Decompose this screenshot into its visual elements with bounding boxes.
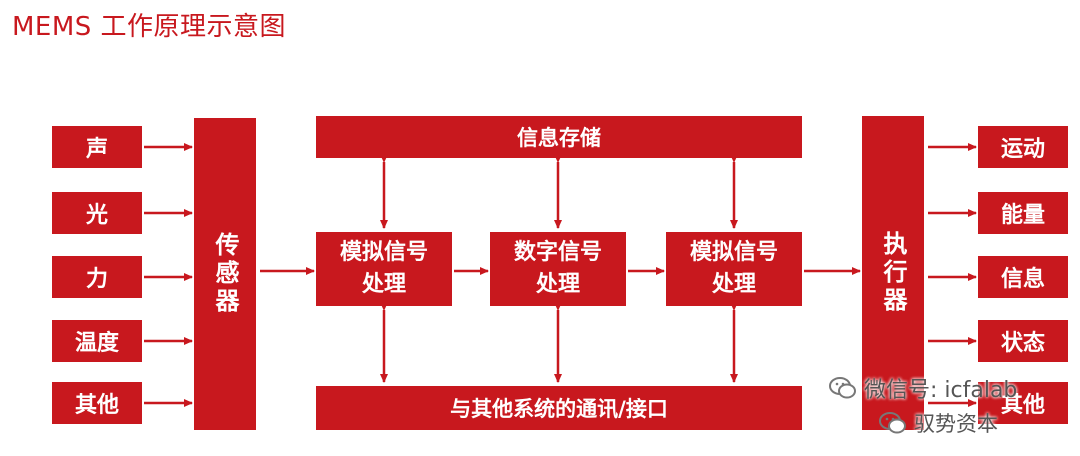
output-box-information: 信息 (978, 256, 1068, 298)
analog-processing-label-1: 模拟信号 处理 (339, 240, 428, 297)
diagram-title: MEMS 工作原理示意图 (12, 12, 287, 42)
digital-processing-box: 数字信号 处理 (490, 232, 626, 306)
communication-bar: 与其他系统的通讯/接口 (316, 386, 802, 430)
output-box-energy: 能量 (978, 192, 1068, 234)
analog-processing-label-2: 模拟信号 处理 (689, 240, 778, 297)
sensor-box: 传感器 (194, 118, 256, 430)
input-box-sound: 声 (52, 126, 142, 168)
input-box-light: 光 (52, 192, 142, 234)
watermark-text-2: 驭势资本 (914, 412, 998, 436)
watermark-text-1: 微信号: icfalab (864, 378, 1018, 403)
input-box-temperature: 温度 (52, 320, 142, 362)
output-box-state: 状态 (978, 320, 1068, 362)
digital-processing-label: 数字信号 处理 (513, 240, 602, 297)
wechat-icon (829, 377, 856, 399)
analog-processing-box-2: 模拟信号 处理 (666, 232, 802, 306)
input-box-other: 其他 (52, 382, 142, 424)
wechat-icon-2 (879, 412, 906, 434)
storage-bar: 信息存储 (316, 116, 802, 158)
watermark: 微信号: icfalab 驭势资本 (798, 372, 1058, 444)
output-box-other: 其他 (978, 382, 1068, 424)
watermark-line-1: 微信号: icfalab (828, 372, 1017, 404)
watermark-line-2: 驭势资本 (878, 408, 998, 438)
output-box-motion: 运动 (978, 126, 1068, 168)
input-box-force: 力 (52, 256, 142, 298)
actuator-box: 执行器 (862, 116, 924, 430)
analog-processing-box-1: 模拟信号 处理 (316, 232, 452, 306)
